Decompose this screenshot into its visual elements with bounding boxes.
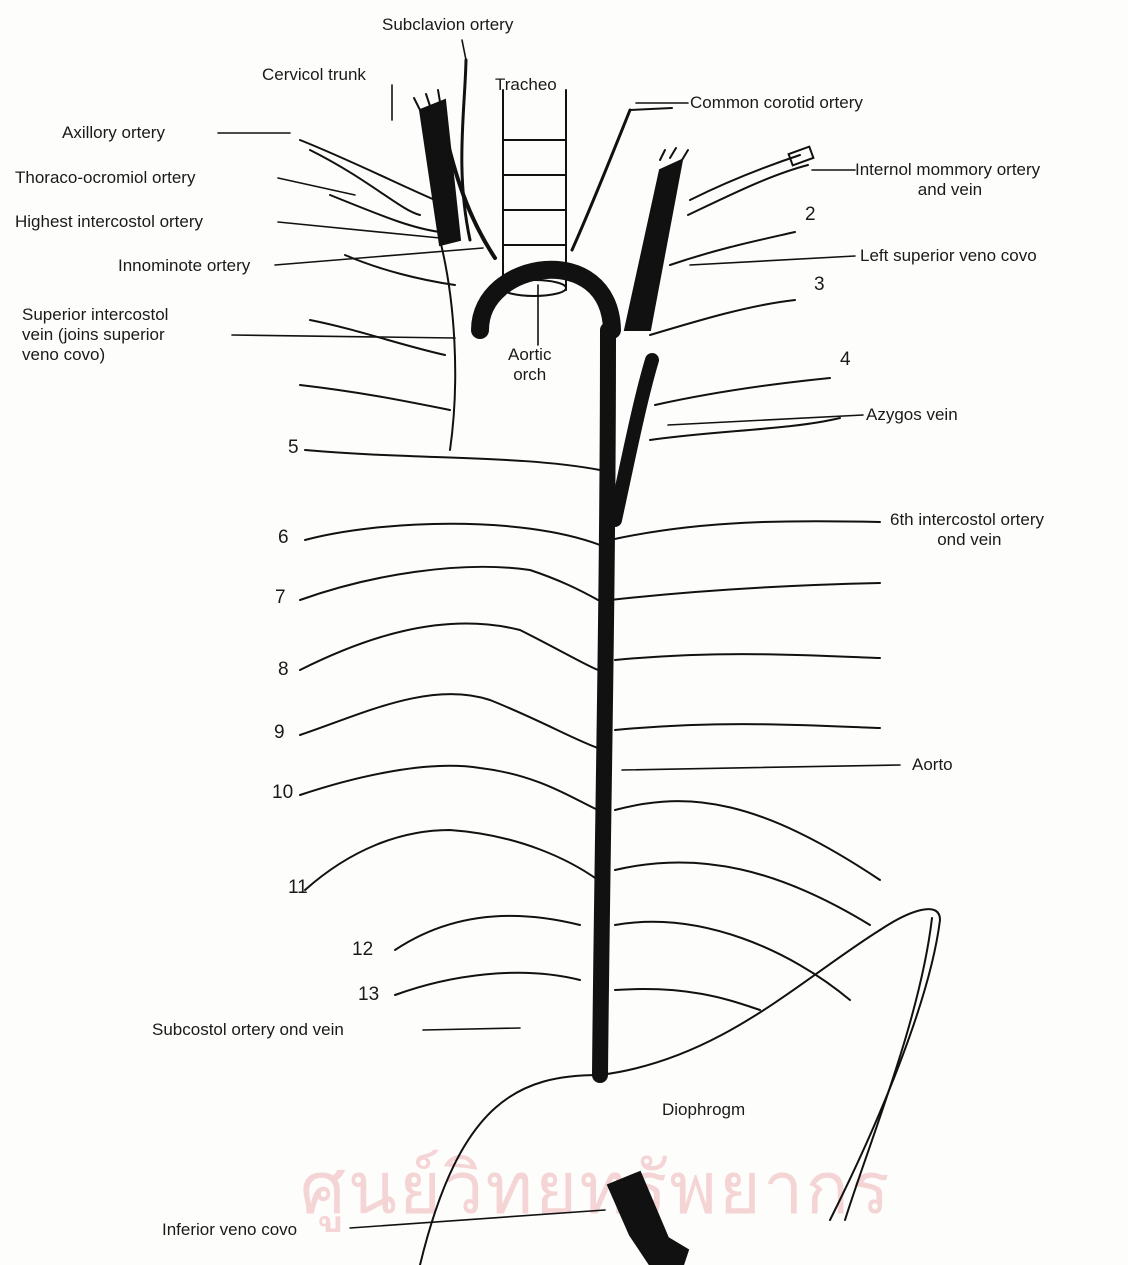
label-highest-intercostal: Highest intercostol ortery [15, 212, 203, 232]
ivc-shape [608, 1172, 688, 1265]
label-innominate-artery: Innominote ortery [118, 256, 250, 276]
label-left-superior-vena-cava: Left superior veno covo [860, 246, 1037, 266]
label-aorta: Aorto [912, 755, 953, 775]
label-diaphragm: Diophrogm [662, 1100, 745, 1120]
rib-number-11: 11 [288, 878, 308, 898]
label-trachea: Tracheo [495, 75, 557, 95]
label-axillary-artery: Axillory ortery [62, 123, 165, 143]
label-superior-intercostal-vein: Superior intercostol vein (joins superio… [22, 305, 168, 365]
rib-number-4: 4 [840, 350, 851, 370]
azygos-vein-shape [615, 360, 652, 520]
label-sixth-intercostal: 6th intercostol ortery ond vein [890, 510, 1044, 550]
rib-number-3: 3 [814, 275, 825, 295]
label-internal-mammary: Internol mommory ortery and vein [855, 160, 1040, 200]
rib-number-7: 7 [275, 588, 286, 608]
label-aortic-arch: Aortic orch [508, 345, 551, 385]
label-azygos-vein: Azygos vein [866, 405, 958, 425]
aorta-shape [600, 330, 608, 1075]
rib-number-6: 6 [278, 528, 289, 548]
rib-number-5: 5 [288, 438, 299, 458]
rib-number-9: 9 [274, 723, 285, 743]
label-subcostal: Subcostol ortery ond vein [152, 1020, 344, 1040]
rib-number-2: 2 [805, 205, 816, 225]
rib-number-10: 10 [272, 783, 293, 803]
diaphragm-shape [420, 1075, 600, 1265]
label-subclavian-artery: Subclavion ortery [382, 15, 513, 35]
label-thoraco-acromial: Thoraco-ocromiol ortery [15, 168, 195, 188]
label-inferior-vena-cava: Inferior veno covo [162, 1220, 297, 1240]
rib-number-12: 12 [352, 940, 373, 960]
rib-number-8: 8 [278, 660, 289, 680]
label-cervical-trunk: Cervicol trunk [262, 65, 366, 85]
label-common-carotid-artery: Common corotid ortery [690, 93, 863, 113]
aortic-arch-shape [480, 270, 612, 330]
rib-number-13: 13 [358, 985, 379, 1005]
